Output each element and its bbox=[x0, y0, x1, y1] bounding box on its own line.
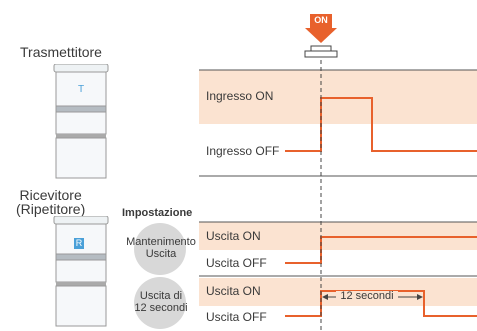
duration-label: 12 secondi bbox=[340, 290, 394, 302]
duration-arrow-right bbox=[417, 294, 423, 300]
on-arrow-body bbox=[310, 14, 332, 28]
transmitter-title: Trasmettitore bbox=[20, 44, 102, 60]
mode-hold-off-label: Uscita OFF bbox=[206, 256, 267, 270]
receiver-title-line1: Ricevitore bbox=[19, 187, 82, 203]
transmitter-badge: T bbox=[77, 84, 85, 95]
mode-hold-name-line1: Mantenimento bbox=[126, 236, 196, 248]
on-arrow-label: ON bbox=[314, 15, 328, 25]
mode-hold-on-label: Uscita ON bbox=[206, 229, 261, 243]
mode-12s-on-label: Uscita ON bbox=[206, 284, 261, 298]
receiver-badge: R bbox=[74, 238, 84, 249]
input-on-label: Ingresso ON bbox=[206, 89, 274, 103]
settings-header: Impostazione bbox=[122, 207, 193, 219]
receiver-title-line2: (Ripetitore) bbox=[16, 201, 86, 217]
mode-hold-name-line2: Uscita bbox=[145, 248, 177, 260]
input-waveform bbox=[285, 97, 477, 152]
mode-12s-name-line2: 12 secondi bbox=[134, 302, 188, 314]
mode-12s-name: Uscita di 12 secondi bbox=[118, 290, 204, 314]
mode-12s-name-line1: Uscita di bbox=[139, 290, 183, 302]
push-button-cap bbox=[310, 45, 332, 52]
transmitter-device bbox=[52, 64, 110, 180]
on-arrow-head bbox=[305, 28, 337, 43]
mode-hold-circle bbox=[134, 223, 186, 275]
mode-hold-name: Mantenimento Uscita bbox=[118, 236, 204, 260]
receiver-device bbox=[52, 216, 110, 328]
mode-12s-off-label: Uscita OFF bbox=[206, 310, 267, 324]
mode-12s-circle bbox=[134, 277, 186, 329]
push-button-base bbox=[304, 50, 338, 58]
input-off-label: Ingresso OFF bbox=[206, 144, 280, 158]
duration-arrow-left bbox=[322, 294, 328, 300]
receiver-title: Ricevitore (Ripetitore) bbox=[16, 188, 85, 216]
duration-label-bg bbox=[336, 291, 398, 303]
output-hold-waveform bbox=[285, 236, 477, 264]
